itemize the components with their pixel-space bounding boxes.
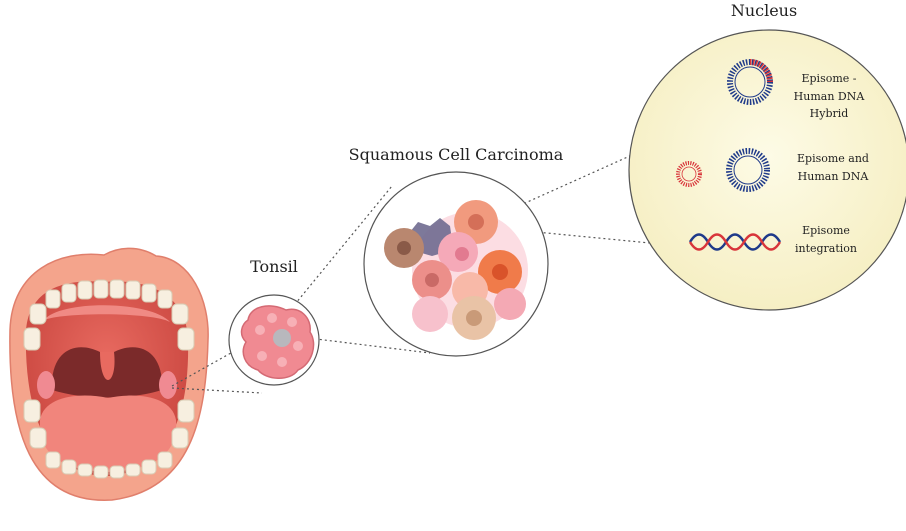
cancer-cell-cluster-icon — [384, 200, 528, 340]
nucleus-panel: Nucleus Episome - Human DNA Hybrid Episo… — [628, 1, 906, 311]
tonsil-panel: Tonsil — [228, 257, 320, 386]
nucleus-item-1-line-1: Episome - — [801, 72, 856, 85]
lower-teeth — [23, 399, 195, 479]
dna-double-helix-icon — [688, 233, 782, 251]
nucleus-item-3-line-2: integration — [795, 242, 857, 255]
nucleus-item-2-line-1: Episome and — [797, 152, 869, 165]
tonsil-label: Tonsil — [250, 257, 298, 276]
carcinoma-label: Squamous Cell Carcinoma — [349, 145, 564, 164]
nucleus-item-1-line-2: Human DNA — [794, 90, 866, 103]
episome-hybrid-ring-icon — [727, 59, 773, 105]
nucleus-item-1-line-3: Hybrid — [810, 107, 849, 120]
episome-ring-icon — [676, 161, 702, 187]
nucleus-item-2-line-2: Human DNA — [798, 170, 870, 183]
human-dna-ring-icon — [726, 148, 770, 192]
tonsil-texture — [255, 313, 303, 367]
mouth-tonsil-right — [159, 371, 177, 399]
uvula — [100, 352, 115, 380]
mouth-tonsil-left — [37, 371, 55, 399]
soft-palate — [44, 305, 170, 322]
carcinoma-panel: Squamous Cell Carcinoma — [349, 145, 564, 357]
upper-teeth — [23, 279, 195, 351]
tonsil-lesion — [273, 329, 291, 347]
nucleus-item-3-line-1: Episome — [802, 224, 850, 237]
mouth-illustration — [9, 247, 209, 501]
tongue — [39, 395, 177, 472]
nucleus-label: Nucleus — [731, 1, 797, 20]
